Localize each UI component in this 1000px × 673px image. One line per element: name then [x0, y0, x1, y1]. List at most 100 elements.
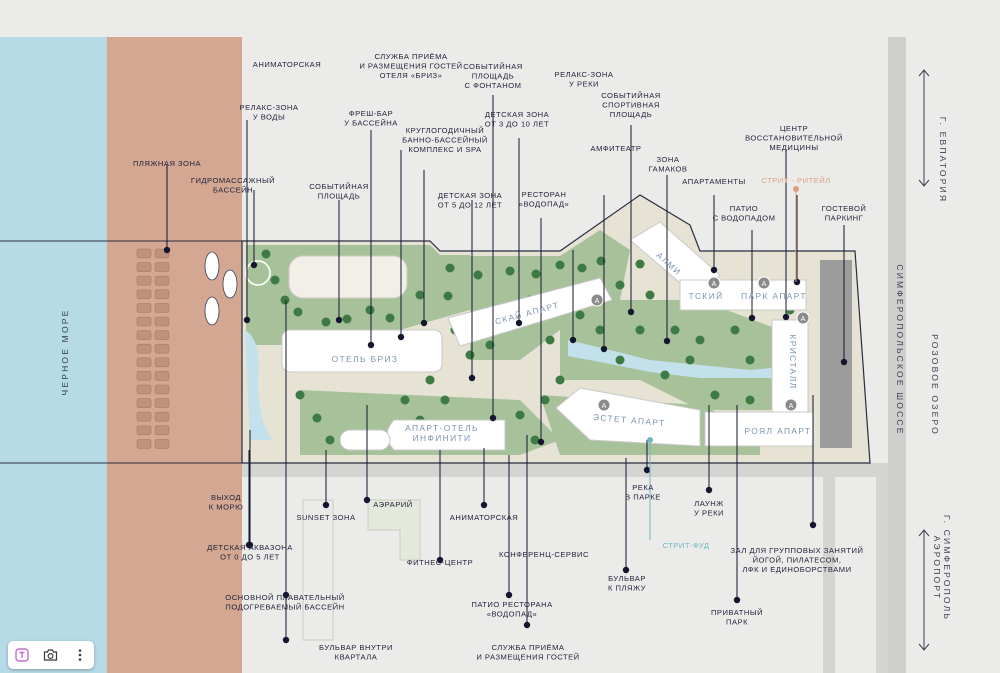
callout-dot — [748, 314, 756, 322]
building-label: КРИСТАЛЛ — [788, 334, 798, 389]
callout-label: СТРИТ - РИТЕЙЛ — [761, 176, 830, 185]
building-label: ТСКИЙ — [688, 290, 723, 301]
callout-label: У РЕКИ — [569, 80, 599, 89]
callout-dot — [250, 261, 258, 269]
tree — [555, 260, 565, 270]
callout-dot — [397, 333, 405, 341]
callout-dot — [163, 246, 171, 254]
tree — [445, 263, 455, 273]
tree — [280, 295, 290, 305]
apartment-marker-letter: А — [801, 316, 806, 323]
callout-label: И РАЗМЕЩЕНИЯ ГОСТЕЙ — [476, 653, 579, 662]
tree — [270, 275, 280, 285]
beach-area — [107, 37, 242, 673]
apartment-marker — [590, 293, 604, 307]
tree — [545, 335, 555, 345]
camera-button[interactable] — [40, 644, 62, 666]
callout-label: ПЛОЩАДЬ — [318, 192, 360, 201]
tree — [485, 340, 495, 350]
building-royal — [704, 411, 814, 447]
beach-hut — [136, 371, 152, 381]
pool-1 — [204, 251, 220, 281]
arrow-down-icon — [918, 529, 930, 651]
callout-label: СОБЫТИЙНАЯ — [463, 62, 523, 71]
callout-label: КОНФЕРЕНЦ-СЕРВИС — [499, 550, 589, 559]
text-tool-button[interactable] — [11, 644, 33, 666]
callout-label: БАССЕЙН — [213, 186, 253, 195]
beach-hut — [136, 303, 152, 313]
callout-label: ОТЕЛЯ «БРИЗ» — [380, 71, 443, 80]
bottom-road — [242, 463, 888, 477]
callout-dot — [793, 278, 801, 286]
callout-leaders — [163, 95, 848, 644]
callout-label: «ВОДОПАД» — [487, 610, 537, 619]
text-frame-icon — [15, 648, 30, 662]
callout-label: С ФОНТАНОМ — [465, 81, 522, 90]
callout-label: У БАССЕЙНА — [344, 119, 398, 128]
tree — [325, 435, 335, 445]
callout-label: ЦЕНТР — [780, 124, 808, 133]
callout-label: КРУГЛОГОДИЧНЫЙ — [406, 126, 484, 135]
building-briz — [281, 329, 443, 373]
callout-label: ПАТИО — [730, 204, 758, 213]
callout-label: К ПЛЯЖУ — [608, 584, 646, 593]
beach-huts — [136, 248, 170, 449]
beach-hut — [136, 262, 152, 272]
callout-dot — [809, 521, 817, 529]
hydro-pool — [245, 260, 271, 286]
callout-dot — [733, 596, 741, 604]
tree — [530, 435, 540, 445]
beach-hut — [154, 343, 170, 354]
tree — [745, 355, 755, 365]
callout-label: ВЫХОД — [211, 493, 241, 502]
building-label: АПАРТ-ОТЕЛЬ — [405, 423, 479, 433]
food-dot — [647, 437, 653, 443]
green-park-east — [560, 300, 780, 410]
highway — [888, 37, 906, 673]
apartment-marker-letter: А — [762, 281, 767, 288]
callout-dot — [622, 566, 630, 574]
tree — [555, 375, 565, 385]
callout-dot — [246, 541, 254, 549]
building-park-apart — [679, 279, 807, 311]
tree — [660, 370, 670, 380]
callout-label: ПЛОЩАДЬ — [472, 72, 514, 81]
callout-label: ПАТИО РЕСТОРАНА — [471, 600, 553, 609]
beach-hut — [136, 330, 152, 340]
boulevard-outline — [302, 499, 334, 641]
callout-label: СОБЫТИЙНАЯ — [601, 91, 661, 100]
sea-label: ЧЕРНОЕ МОРЕ — [60, 308, 70, 395]
tree — [295, 390, 305, 400]
callout-label: СЛУЖБА ПРИЁМА — [375, 52, 448, 61]
callout-label: ЗОНА — [657, 155, 680, 164]
tree — [635, 259, 645, 269]
tree — [595, 325, 605, 335]
callout-label: ЗАЛ ДЛЯ ГРУППОВЫХ ЗАНЯТИЙ — [731, 546, 864, 555]
callout-label: АМФИТЕАТР — [591, 144, 642, 153]
beach-hut — [154, 330, 170, 340]
beach-hut — [136, 316, 152, 327]
callout-label: СЛУЖБА ПРИЁМА — [492, 643, 565, 652]
road-branch-1 — [823, 477, 835, 673]
tree — [531, 269, 541, 279]
aerarium-outline — [367, 499, 421, 561]
callout-dot — [489, 414, 497, 422]
beach-hut — [136, 289, 152, 300]
beach-hut — [154, 303, 170, 313]
callout-label: ПЛОЩАДЬ — [610, 110, 652, 119]
beach-hut — [136, 425, 152, 436]
callout-dot — [367, 341, 375, 349]
callout-label: К МОРЮ — [209, 503, 244, 512]
apartment-marker — [784, 398, 798, 412]
apartment-marker-letter: А — [789, 403, 794, 410]
more-button[interactable] — [69, 644, 91, 666]
callout-dot — [782, 313, 790, 321]
callout-dot — [705, 486, 713, 494]
callout-label: ГИДРОМАССАЖНЫЙ — [191, 176, 275, 185]
callout-label: МЕДИЦИНЫ — [769, 143, 818, 152]
callout-label: ПОДОГРЕВАЕМЫЙ БАССЕЙН — [225, 603, 344, 612]
river — [568, 340, 772, 378]
callout-dot — [663, 337, 671, 345]
